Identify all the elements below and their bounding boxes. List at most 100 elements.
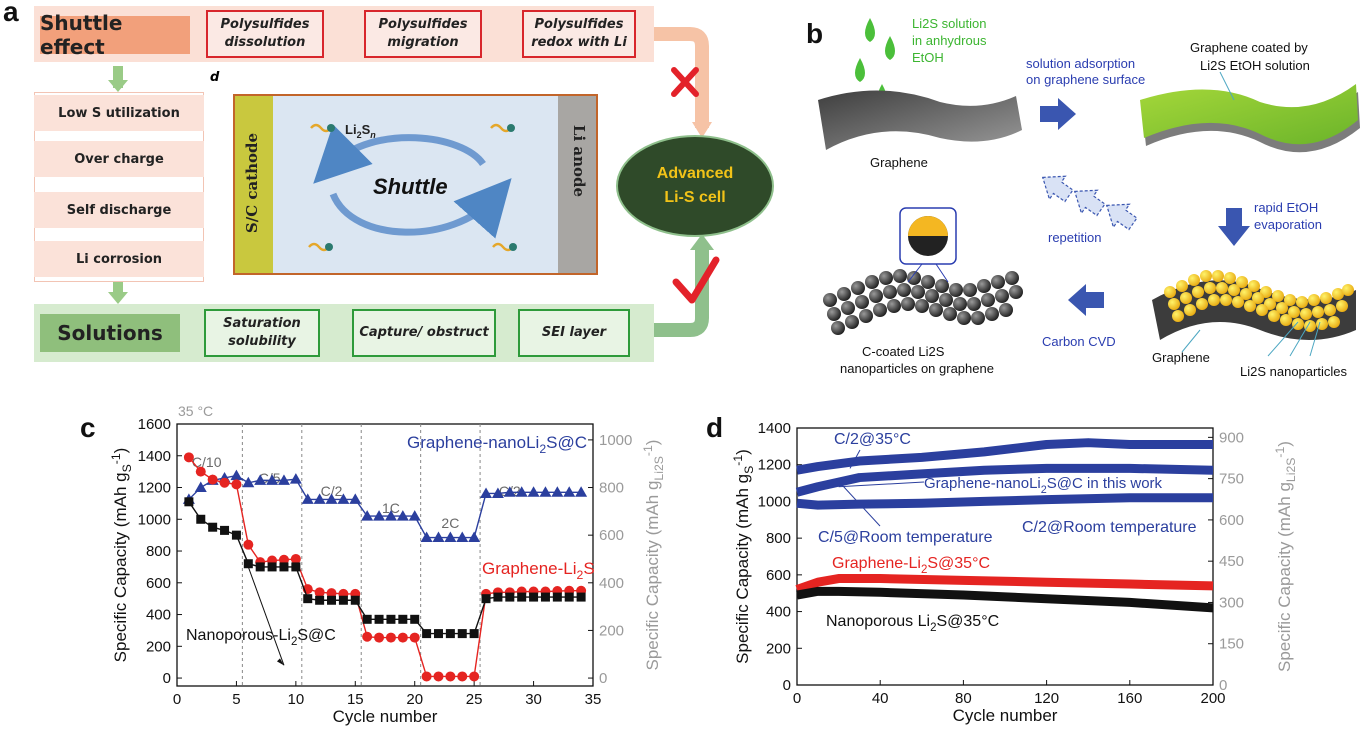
c-coated-text: C-coated Li2S nanoparticles on graphene bbox=[840, 344, 994, 376]
series-line bbox=[188, 501, 582, 635]
cross-icon bbox=[671, 67, 699, 97]
advanced-line-1: Advanced bbox=[657, 165, 733, 182]
series-band bbox=[796, 586, 1214, 613]
data-point bbox=[194, 481, 207, 493]
data-point bbox=[374, 614, 384, 624]
x-tick-label: 200 bbox=[1200, 690, 1225, 707]
synthesis-diagram: Li2S solution in anhydrous EtOH Graphene… bbox=[818, 16, 1360, 379]
y2-tick-label: 400 bbox=[599, 575, 624, 592]
effect-migration: Polysulfides migration bbox=[364, 10, 482, 58]
solution-sei: SEI layer bbox=[518, 309, 630, 357]
x-axis-label: Cycle number bbox=[333, 707, 438, 726]
data-point bbox=[396, 510, 409, 521]
y2-tick-label: 300 bbox=[1219, 594, 1244, 611]
data-point bbox=[410, 614, 420, 624]
data-point bbox=[457, 629, 467, 639]
data-point bbox=[468, 531, 481, 543]
annotation-pointer bbox=[849, 449, 861, 469]
y-tick-label: 1200 bbox=[758, 457, 791, 474]
polysulfide-icon bbox=[310, 123, 335, 133]
plot-frame bbox=[176, 423, 594, 687]
y-tick-label: 1600 bbox=[138, 416, 171, 433]
y-tick-label: 1000 bbox=[138, 511, 171, 528]
annotation-graphene-li2s: Graphene-Li2S bbox=[482, 559, 595, 582]
data-point bbox=[243, 539, 254, 550]
y2-tick-label: 150 bbox=[1219, 636, 1244, 653]
data-point bbox=[386, 614, 396, 624]
data-point bbox=[325, 493, 338, 504]
y-tick-label: 800 bbox=[766, 530, 791, 547]
anode-bar bbox=[558, 96, 596, 273]
y2-tick-label: 0 bbox=[1219, 677, 1227, 694]
series-band bbox=[796, 438, 1213, 475]
y2-tick-label: 800 bbox=[599, 480, 624, 497]
plot-frame bbox=[796, 427, 1214, 686]
panel-label-d: d bbox=[706, 412, 724, 443]
data-point bbox=[314, 587, 325, 598]
x-tick-label: 25 bbox=[466, 691, 483, 708]
y2-tick-label: 200 bbox=[599, 622, 624, 639]
x-tick-label: 5 bbox=[232, 691, 240, 708]
data-point bbox=[529, 592, 539, 602]
series-line bbox=[188, 456, 582, 678]
y-tick-label: 0 bbox=[783, 677, 791, 694]
annotation-graphene-nano: Graphene-nanoLi2S@C bbox=[407, 433, 587, 456]
data-point bbox=[315, 595, 325, 605]
data-point bbox=[409, 632, 420, 643]
shuttle-diagram: Li2Sn Shuttle bbox=[308, 122, 517, 252]
x-tick-label: 35 bbox=[585, 691, 602, 708]
data-point bbox=[444, 531, 457, 543]
data-point bbox=[290, 553, 301, 564]
x-tick-label: 10 bbox=[288, 691, 305, 708]
x-tick-label: 30 bbox=[525, 691, 542, 708]
panel-label-c: c bbox=[80, 412, 96, 443]
rate-label: C/10 bbox=[192, 454, 222, 470]
arrow-down-icon bbox=[1218, 208, 1250, 246]
data-point bbox=[337, 493, 350, 504]
problem-overcharge: Over charge bbox=[34, 141, 204, 177]
shuttle-arrow-top bbox=[313, 124, 486, 184]
data-point bbox=[564, 592, 574, 602]
x-tick-label: 0 bbox=[173, 691, 181, 708]
y-tick-label: 200 bbox=[146, 638, 171, 655]
data-point bbox=[184, 497, 194, 507]
data-point bbox=[422, 629, 432, 639]
inset-letter: d bbox=[210, 70, 220, 85]
rate-label: C/2 bbox=[321, 483, 343, 499]
data-point bbox=[361, 510, 374, 521]
y2-tick-label: 1000 bbox=[599, 432, 632, 449]
data-point bbox=[277, 474, 290, 485]
adsorption-text: solution adsorption on graphene surface bbox=[1026, 56, 1145, 87]
y-tick-label: 600 bbox=[766, 567, 791, 584]
check-icon bbox=[672, 256, 720, 304]
data-point bbox=[267, 562, 277, 572]
data-point bbox=[350, 595, 360, 605]
data-point bbox=[291, 562, 301, 572]
data-point bbox=[420, 531, 433, 543]
evaporation-text: rapid EtOH evaporation bbox=[1254, 200, 1322, 232]
temperature-label: 35 °C bbox=[178, 403, 213, 419]
data-point bbox=[183, 452, 194, 463]
panel-a: a Shuttle effect Polysulfides dissolutio… bbox=[0, 0, 790, 370]
annotation-pointer bbox=[247, 566, 285, 666]
nanoparticles-label: Li2S nanoparticles bbox=[1240, 364, 1347, 379]
annotation-this-work: Graphene-nanoLi2S@C in this work bbox=[924, 475, 1163, 496]
data-point bbox=[385, 632, 396, 643]
data-point bbox=[313, 493, 326, 504]
data-point bbox=[338, 595, 348, 605]
y-tick-label: 1000 bbox=[758, 493, 791, 510]
data-point bbox=[208, 522, 218, 532]
panel-label-a: a bbox=[3, 0, 19, 27]
problem-self-discharge: Self discharge bbox=[34, 192, 204, 228]
repetition-text: repetition bbox=[1048, 230, 1101, 245]
y-axis-label: Specific Capacity (mAh gS-1) bbox=[731, 449, 756, 664]
data-point bbox=[527, 486, 540, 497]
repetition-arrows-icon bbox=[1041, 175, 1138, 231]
data-point bbox=[349, 493, 362, 504]
annotation-pointer bbox=[838, 481, 925, 488]
arrow-left-icon bbox=[1068, 284, 1104, 316]
data-point bbox=[327, 595, 337, 605]
data-point bbox=[362, 614, 372, 624]
